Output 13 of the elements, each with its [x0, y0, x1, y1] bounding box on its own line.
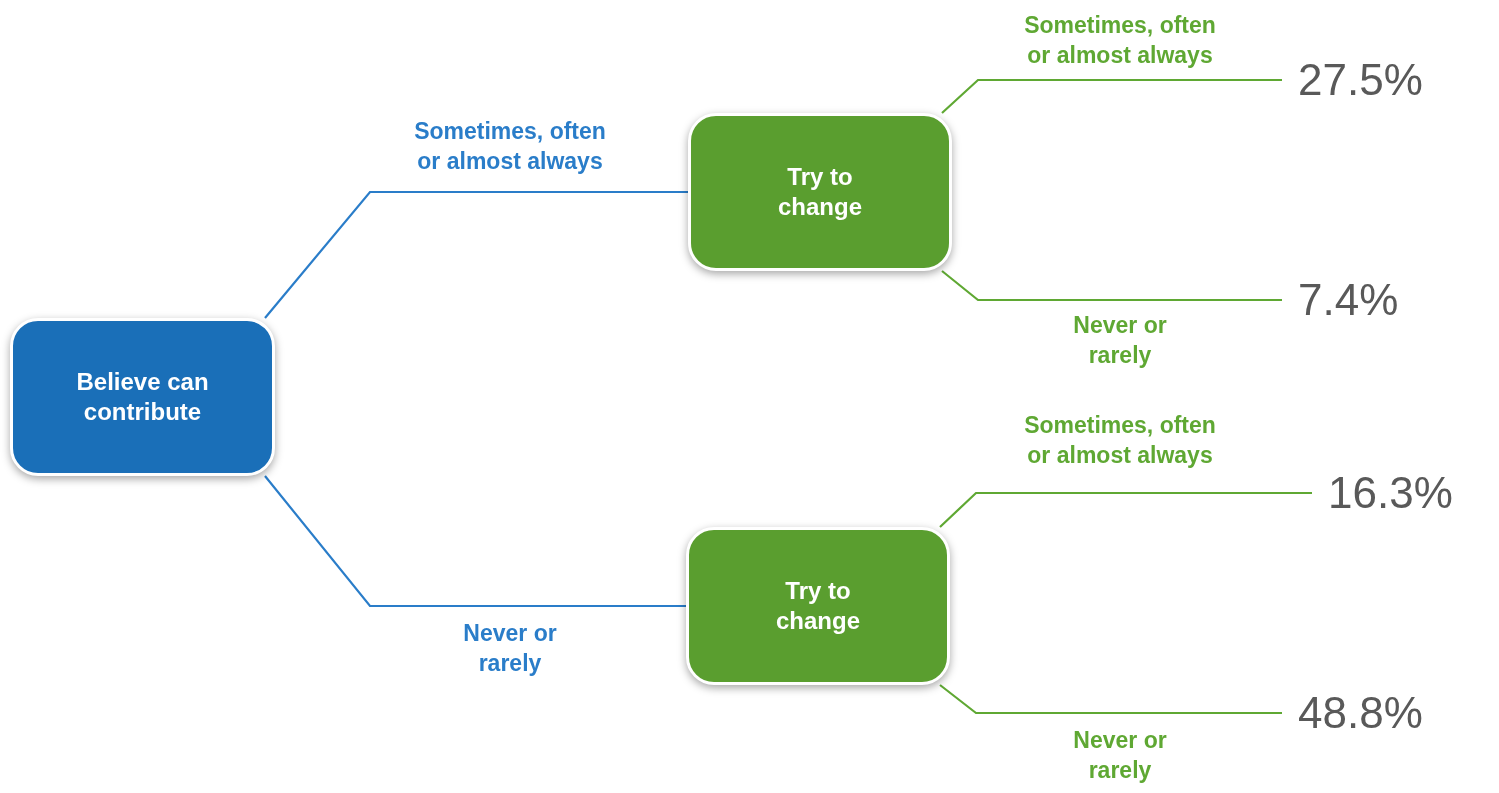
connector-line — [939, 684, 1282, 715]
connector-line — [264, 475, 686, 608]
percentage-text: 7.4% — [1282, 270, 1472, 330]
connector-line — [941, 78, 1282, 114]
percentage-text: 16.3% — [1312, 463, 1492, 523]
decision-box: Believe can contribute — [10, 318, 275, 476]
process-box: Try to change — [688, 113, 952, 271]
connector-line — [941, 270, 1282, 302]
connector-line — [264, 190, 688, 319]
percentage-text: 48.8% — [1282, 683, 1472, 743]
process-box: Try to change — [686, 527, 950, 685]
connector-line — [939, 491, 1312, 528]
percentage-text: 27.5% — [1282, 50, 1472, 110]
